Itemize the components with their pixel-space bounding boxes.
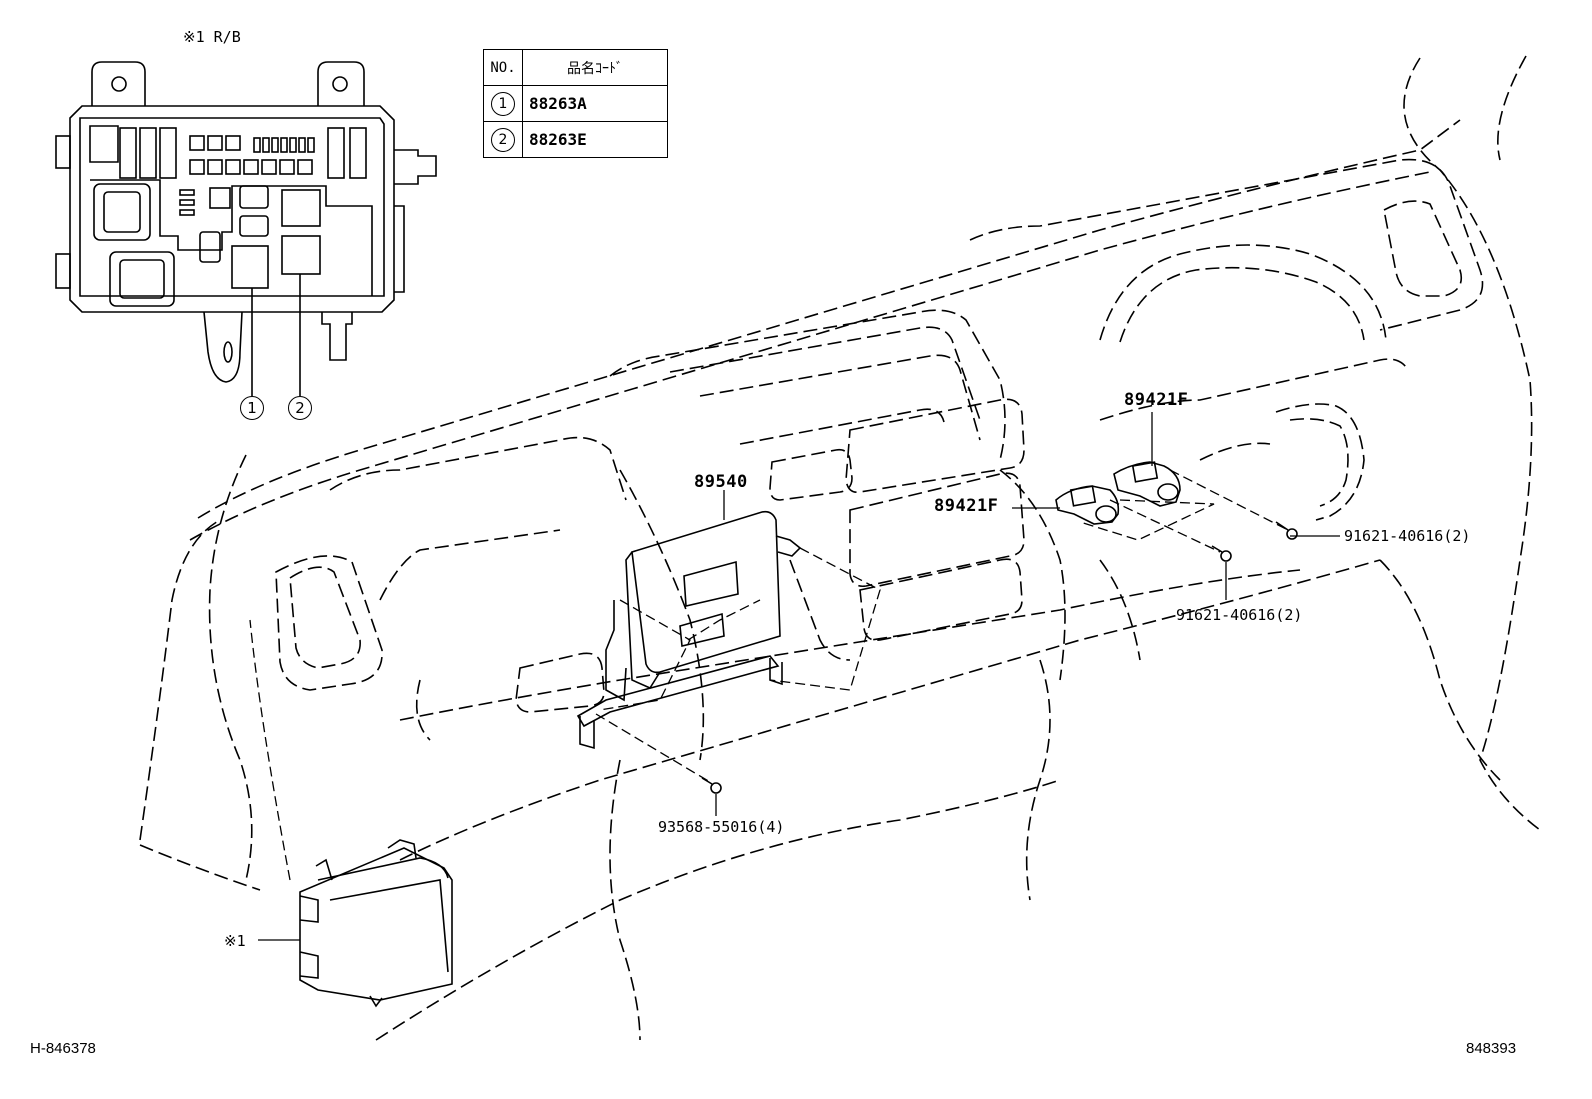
leader-lines xyxy=(258,412,1340,941)
part-label-screw-ecu: 93568-55016(4) xyxy=(658,818,785,836)
legend-code: 88263A xyxy=(522,85,668,122)
legend-header-no: NO. xyxy=(483,49,523,86)
parts-legend-table: NO. 品名ｺｰﾄﾞ 1 88263A 2 88263E xyxy=(483,49,668,158)
legend-code: 88263E xyxy=(522,121,668,158)
legend-header-code: 品名ｺｰﾄﾞ xyxy=(522,49,668,86)
screw-ecu-icon xyxy=(701,777,722,794)
legend-no: 2 xyxy=(491,127,515,152)
callout-2: 2 xyxy=(288,396,312,420)
bolt-right-lower-icon xyxy=(1211,545,1232,562)
components-drawing xyxy=(299,461,1298,1008)
relay-box-drawing xyxy=(55,61,437,396)
junction-ref-label: ※1 xyxy=(224,932,246,950)
relay-box-ref-label: ※1 R/B xyxy=(183,28,241,46)
footer-left-id: H-846378 xyxy=(30,1040,96,1057)
footer-right-id: 848393 xyxy=(1466,1040,1517,1057)
legend-header-row: NO. 品名ｺｰﾄﾞ xyxy=(483,49,668,86)
assembly-guides xyxy=(249,469,1289,881)
part-label-sensor-lower: 89421F xyxy=(934,496,999,516)
legend-no: 1 xyxy=(491,91,515,116)
part-label-sensor-upper: 89421F xyxy=(1124,390,1189,410)
dashboard-drawing xyxy=(139,55,1541,1041)
part-label-ecu: 89540 xyxy=(694,472,748,492)
part-label-bolt-right-lower: 91621-40616(2) xyxy=(1176,606,1303,624)
legend-row: 1 88263A xyxy=(483,85,668,122)
part-label-bolt-right-upper: 91621-40616(2) xyxy=(1344,527,1471,545)
callout-1: 1 xyxy=(240,396,264,420)
legend-row: 2 88263E xyxy=(483,121,668,158)
